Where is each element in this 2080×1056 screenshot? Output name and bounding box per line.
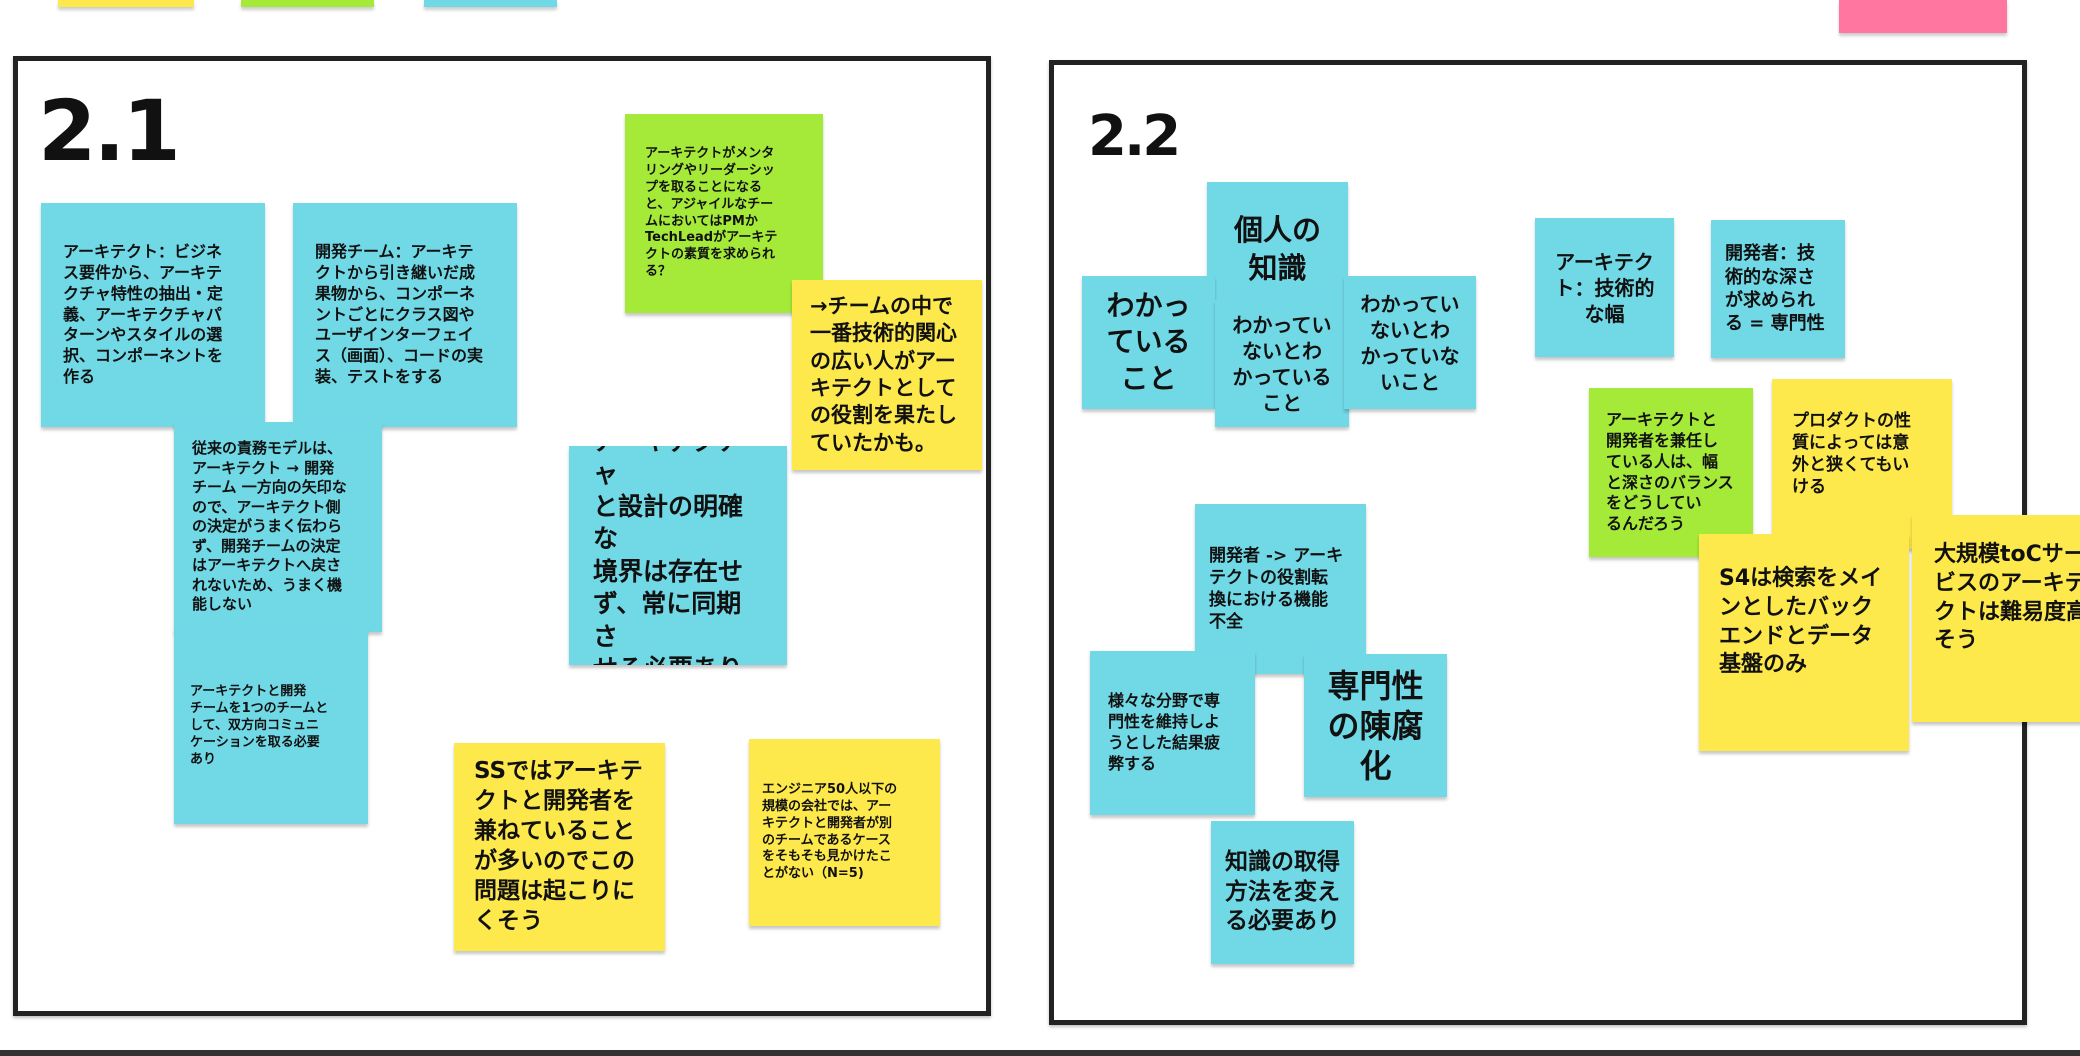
frame-title-2-2: 2.2 [1088,104,1181,169]
sticky-note[interactable]: 開発者 -> アーキ テクトの役割転 換における機能 不全 [1195,504,1366,674]
bottom-toolbar-edge [0,1050,2080,1056]
sticky-note[interactable]: 大規模toCサー ビスのアーキテ クトは難易度高 そう [1912,515,2080,722]
sticky-note[interactable]: 開発チーム：アーキテ クトから引き継いだ成 果物から、コンポーネ ントごとにクラ… [293,203,517,427]
frame-title-2-1: 2.1 [38,82,181,180]
sticky-note[interactable]: わかってい ないとわ かっている こと [1215,300,1349,427]
sticky-note[interactable]: →チームの中で 一番技術的関心 の広い人がアー キテクトとして の役割を果たし … [792,280,982,470]
sticky-note[interactable]: わかってい ないとわ かっていな いこと [1344,276,1476,409]
sticky-note-pink-swatch[interactable] [1839,0,2007,33]
sticky-note[interactable]: SSではアーキテ クトと開発者を 兼ねていること が多いのでこの 問題は起こりに… [454,743,665,951]
sticky-note[interactable]: アーキテクチャ と設計の明確な 境界は存在せ ず、常に同期さ せる必要あり [569,446,787,665]
sticky-note-green-swatch[interactable] [241,0,374,7]
sticky-note-cyan-swatch[interactable] [424,0,557,7]
sticky-note[interactable]: アーキテクトと 開発者を兼任し ている人は、幅 と深さのバランス をどうしてい … [1589,388,1753,557]
sticky-note[interactable]: わかっ ている こと [1082,276,1215,409]
sticky-note[interactable]: 開発者：技 術的な深さ が求められ る = 専門性 [1711,220,1845,358]
sticky-note[interactable]: アーキテクトがメンタ リングやリーダーシッ プを取ることになる と、アジャイルな… [625,114,823,313]
sticky-note-yellow-swatch[interactable] [58,0,194,7]
sticky-note[interactable]: アーキテクト：ビジネ ス要件から、アーキテ クチャ特性の抽出・定 義、アーキテク… [41,203,265,427]
sticky-note[interactable]: 様々な分野で専 門性を維持しよ うとした結果疲 弊する [1090,651,1255,815]
sticky-note[interactable]: 知識の取得 方法を変え る必要あり [1211,821,1354,964]
sticky-note[interactable]: 従来の責務モデルは、 アーキテクト → 開発 チーム 一方向の矢印な ので、アー… [174,422,382,632]
sticky-note[interactable]: エンジニア50人以下の 規模の会社では、アー キテクトと開発者が別 のチームであ… [749,739,940,926]
sticky-note[interactable]: S4は検索をメイ ンとしたバック エンドとデータ 基盤のみ [1699,534,1909,751]
sticky-note[interactable]: アーキテクトと開発 チームを1つのチームと して、双方向コミュニ ケーションを取… [174,629,368,824]
sticky-note[interactable]: アーキテク ト：技術的 な幅 [1535,218,1674,357]
sticky-note[interactable]: 専門性 の陳腐 化 [1304,654,1447,797]
